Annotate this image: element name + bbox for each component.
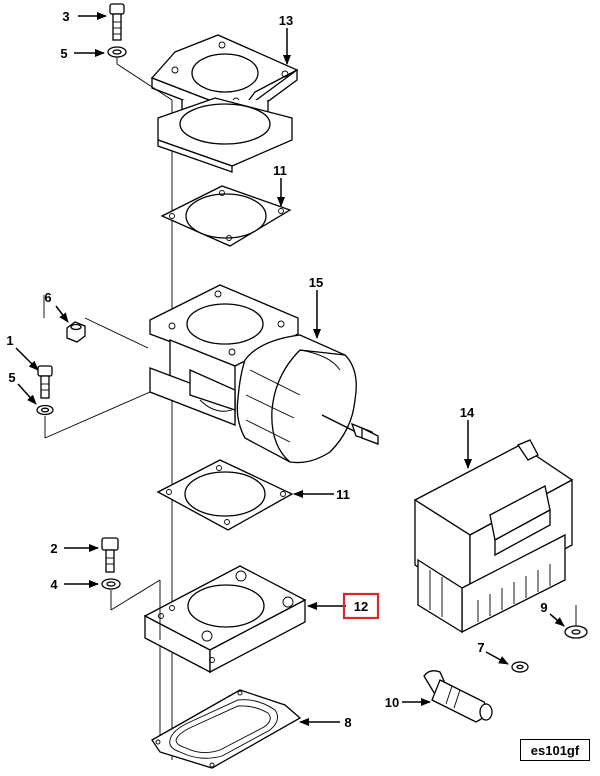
part-11-lower-gasket[interactable] [156, 459, 294, 531]
callout-12-highlight [342, 592, 380, 620]
callout-8[interactable]: 8 [344, 715, 351, 730]
leader-lines [15, 12, 565, 726]
callout-12[interactable]: 12 [354, 599, 368, 614]
part-4-washer[interactable] [101, 578, 121, 590]
callout-6[interactable]: 6 [44, 290, 51, 305]
callout-5-top[interactable]: 5 [60, 46, 67, 61]
callout-4[interactable]: 4 [50, 577, 58, 592]
part-3-bolt[interactable] [109, 3, 125, 41]
part-5-washer-top[interactable] [107, 46, 127, 64]
part-14-controller[interactable] [413, 439, 574, 634]
callout-2[interactable]: 2 [50, 541, 57, 556]
callout-14[interactable]: 14 [460, 405, 475, 420]
part-12-base-plate[interactable] [143, 565, 307, 674]
callout-7[interactable]: 7 [477, 640, 484, 655]
part-6-nut[interactable] [66, 321, 86, 343]
part-5-washer-left[interactable] [36, 404, 54, 416]
callout-10[interactable]: 10 [385, 695, 399, 710]
callout-3[interactable]: 3 [62, 9, 69, 24]
part-1-bolt[interactable] [37, 365, 53, 399]
diagram-reference-code: es101gf [520, 739, 590, 761]
part-9-washer[interactable] [564, 625, 588, 639]
callout-1[interactable]: 1 [6, 333, 13, 348]
callout-15[interactable]: 15 [309, 275, 323, 290]
part-8-bottom-seal[interactable] [151, 689, 302, 769]
callout-13[interactable]: 13 [279, 13, 293, 28]
part-13-top-flange[interactable] [150, 34, 299, 173]
part-15-motor[interactable] [236, 334, 379, 464]
part-7-washer[interactable] [511, 661, 529, 673]
part-10-fitting[interactable] [423, 670, 493, 723]
callout-11-upper[interactable]: 11 [273, 163, 287, 178]
callout-11-lower[interactable]: 11 [336, 487, 350, 502]
part-2-bolt[interactable] [101, 537, 119, 573]
callout-9[interactable]: 9 [540, 600, 547, 615]
part-11-upper-gasket[interactable] [160, 185, 292, 247]
callout-5-left[interactable]: 5 [8, 370, 15, 385]
